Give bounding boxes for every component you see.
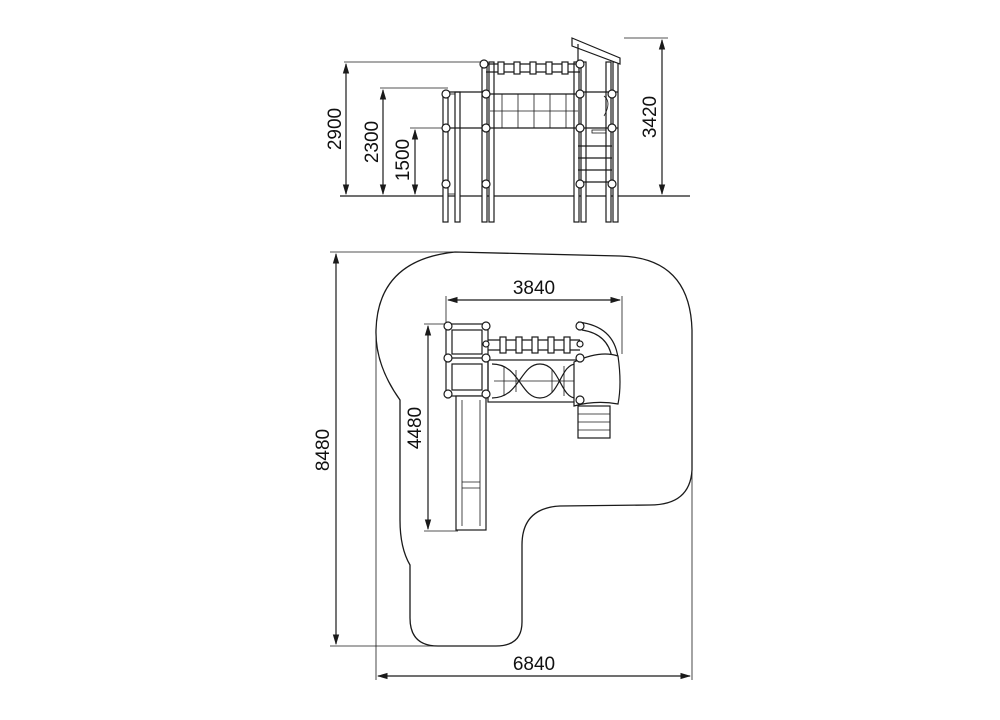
dim-label-2900: 2900: [325, 108, 346, 150]
dimension-8480: 8480: [313, 251, 455, 647]
roof-tower-plan: [573, 321, 621, 407]
joints-plan: [443, 321, 585, 405]
net-bridge-elevation: [486, 93, 580, 129]
dim-label-3840: 3840: [513, 278, 555, 299]
monkey-bars-elevation: [486, 61, 580, 75]
dim-label-3420: 3420: [640, 96, 661, 138]
ladder-plan: [577, 405, 611, 439]
dim-label-1500: 1500: [393, 139, 414, 181]
slide-tower-plan: [445, 323, 489, 397]
slide-tower-elevation: [442, 91, 486, 223]
slide-plan: [455, 395, 487, 531]
dim-label-6840: 6840: [513, 654, 555, 675]
joints-elevation: [441, 59, 617, 189]
ladder-elevation: [578, 91, 618, 183]
monkey-bars-plan: [488, 336, 580, 354]
dimension-2300: 2300: [362, 87, 448, 196]
elevation-view: 2900 2300 1500 3420: [325, 37, 690, 223]
dim-label-4480: 4480: [405, 407, 426, 449]
dim-label-2300: 2300: [362, 121, 383, 163]
dimension-6840: 6840: [375, 330, 693, 680]
frame-posts-elevation: [481, 61, 619, 223]
dimension-3840: 3840: [445, 278, 623, 354]
plan-view: 3840 4480 8480 6840: [313, 251, 693, 680]
dim-label-8480: 8480: [313, 429, 334, 471]
dimension-1500: 1500: [393, 127, 448, 196]
dimension-2900: 2900: [325, 61, 486, 196]
net-bridge-plan: [487, 359, 581, 403]
dimension-3420: 3420: [624, 37, 668, 196]
dimension-4480: 4480: [405, 323, 458, 532]
